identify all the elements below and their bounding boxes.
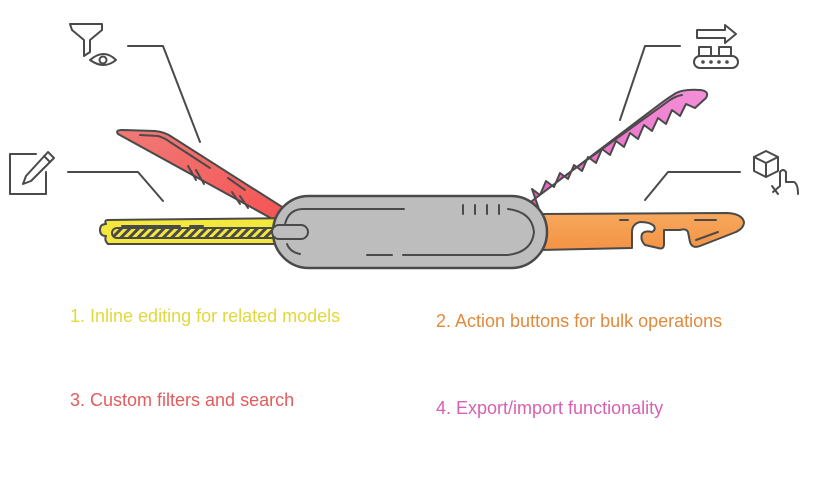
orange-bottle-opener (539, 212, 745, 251)
leader-line-filters (127, 45, 201, 143)
yellow-file-blade (99, 217, 301, 245)
filter-eye-icon (69, 23, 117, 66)
knife-handle (271, 194, 549, 270)
feature-label-custom-filters: 3. Custom filters and search (70, 390, 295, 410)
red-blade (116, 129, 291, 223)
edit-icon (9, 151, 55, 195)
feature-label-export-import: 4. Export/import functionality (436, 398, 664, 418)
feature-label-bulk-actions: 2. Action buttons for bulk operations (436, 311, 723, 331)
leader-line-export (619, 45, 681, 121)
cube-hand-icon (753, 150, 799, 195)
leader-line-bulk (644, 171, 741, 201)
feature-label-inline-editing: 1. Inline editing for related models (70, 306, 341, 326)
conveyor-export-icon (693, 24, 739, 69)
leader-line-edit (67, 171, 164, 202)
pink-saw-blade (527, 88, 709, 213)
